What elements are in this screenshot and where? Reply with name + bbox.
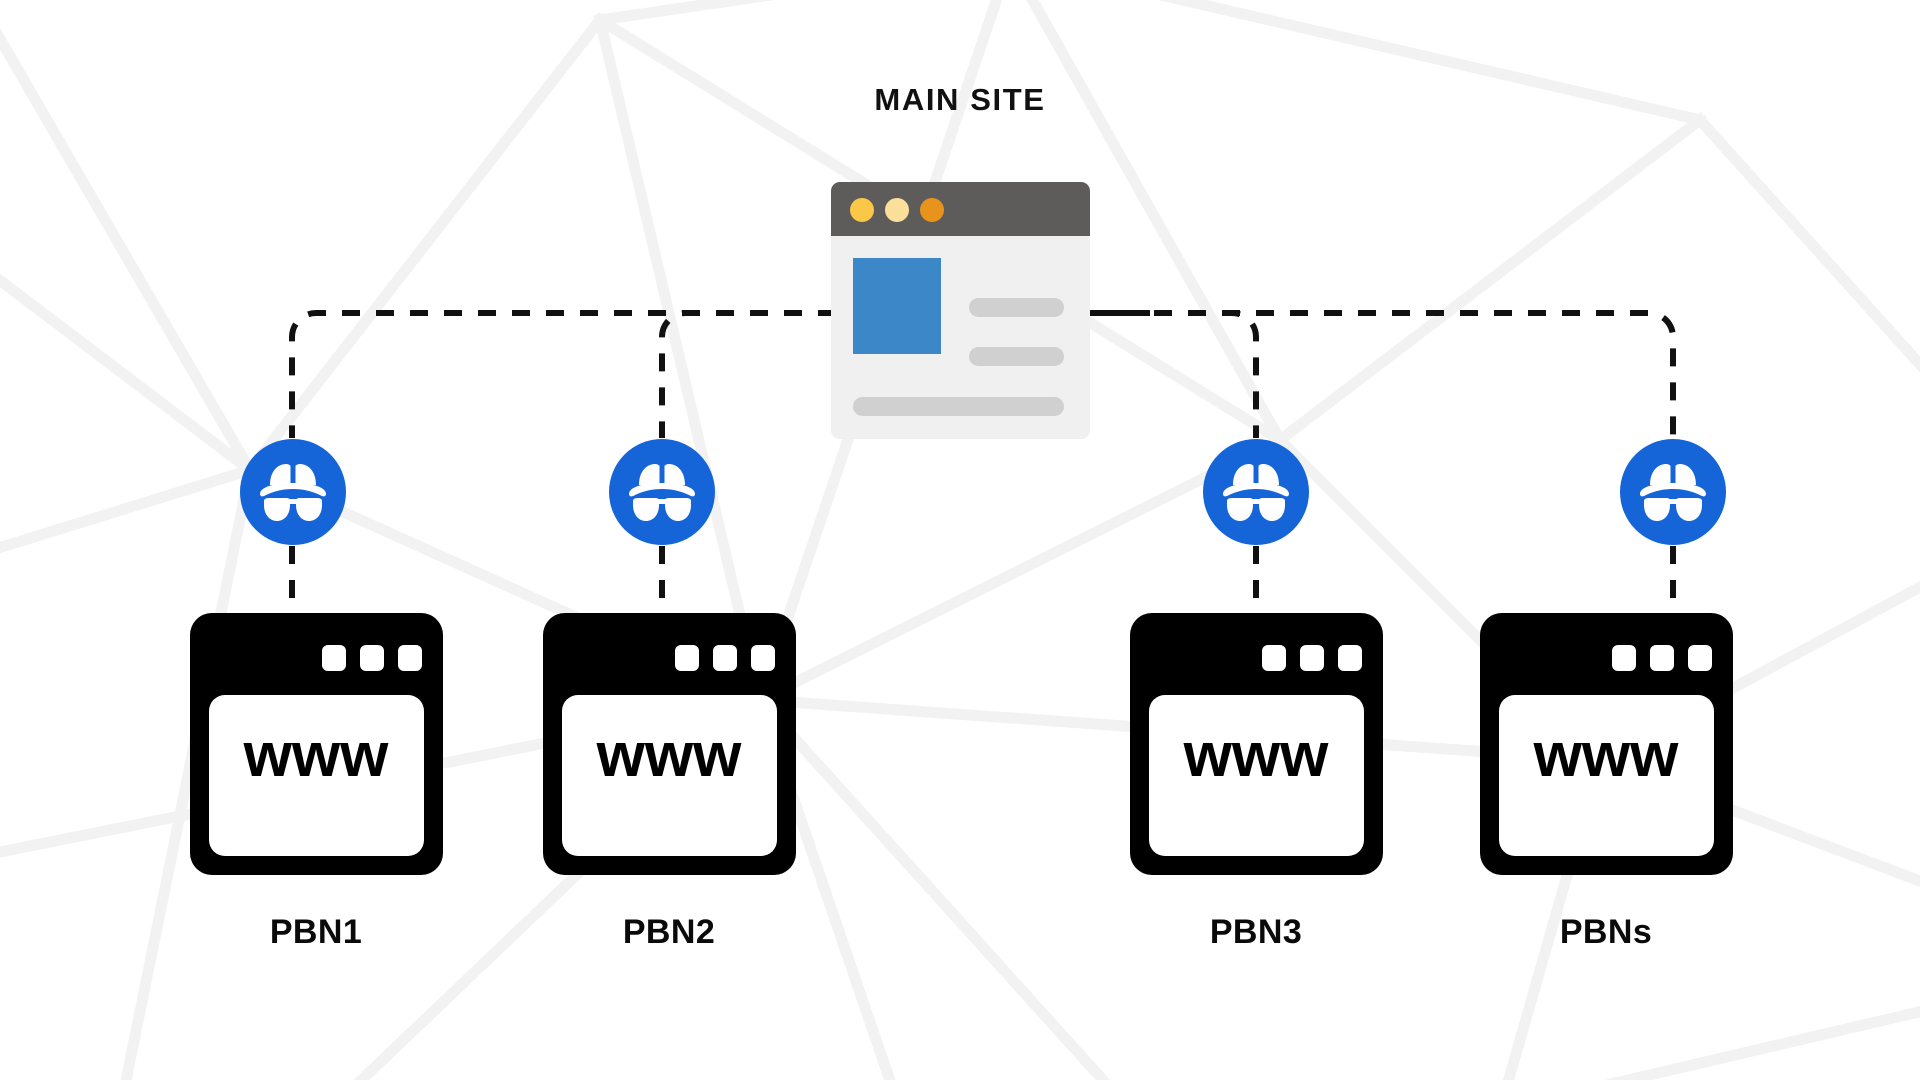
incognito-icon — [609, 439, 715, 545]
incognito-icon — [240, 439, 346, 545]
browser-titlebar — [831, 182, 1090, 236]
incognito-node-pbn2[interactable] — [609, 439, 715, 545]
browser-content — [831, 236, 1090, 439]
www-browser-icon: www — [190, 613, 443, 875]
incognito-icon — [1203, 439, 1309, 545]
www-browser-icon: www — [1130, 613, 1383, 875]
incognito-node-pbns[interactable] — [1620, 439, 1726, 545]
www-browser-icon: www — [1480, 613, 1733, 875]
pbn-label-3: PBN3 — [1209, 913, 1303, 951]
www-text: www — [1533, 721, 1679, 790]
pbn-label-2: PBN2 — [622, 913, 716, 951]
incognito-node-pbn1[interactable] — [240, 439, 346, 545]
pbn-site-box-4[interactable]: www — [1480, 613, 1733, 875]
content-thumbnail — [853, 258, 941, 354]
pbn-site-box-2[interactable]: www — [543, 613, 796, 875]
titlebar-dot-cream-icon — [885, 198, 909, 222]
www-text: www — [596, 721, 742, 790]
content-text-line — [853, 397, 1064, 416]
titlebar-dot-yellow-icon — [850, 198, 874, 222]
www-text: www — [243, 721, 389, 790]
pbn-site-box-3[interactable]: www — [1130, 613, 1383, 875]
www-browser-icon: www — [543, 613, 796, 875]
connector-pbns — [1086, 310, 1676, 438]
connector-pbn1 — [289, 310, 836, 438]
main-site-browser — [831, 182, 1090, 439]
www-text: www — [1183, 721, 1329, 790]
incognito-icon — [1620, 439, 1726, 545]
page-title: MAIN SITE — [874, 82, 1046, 117]
pbn-label-4: PBNs — [1559, 913, 1653, 951]
incognito-node-pbn3[interactable] — [1203, 439, 1309, 545]
titlebar-dot-orange-icon — [920, 198, 944, 222]
pbn-label-1: PBN1 — [269, 913, 363, 951]
pbn-site-box-1[interactable]: www — [190, 613, 443, 875]
connector-pbn3 — [1086, 310, 1259, 438]
connector-pbn2 — [659, 310, 836, 438]
content-text-line — [969, 347, 1064, 366]
content-text-line — [969, 298, 1064, 317]
